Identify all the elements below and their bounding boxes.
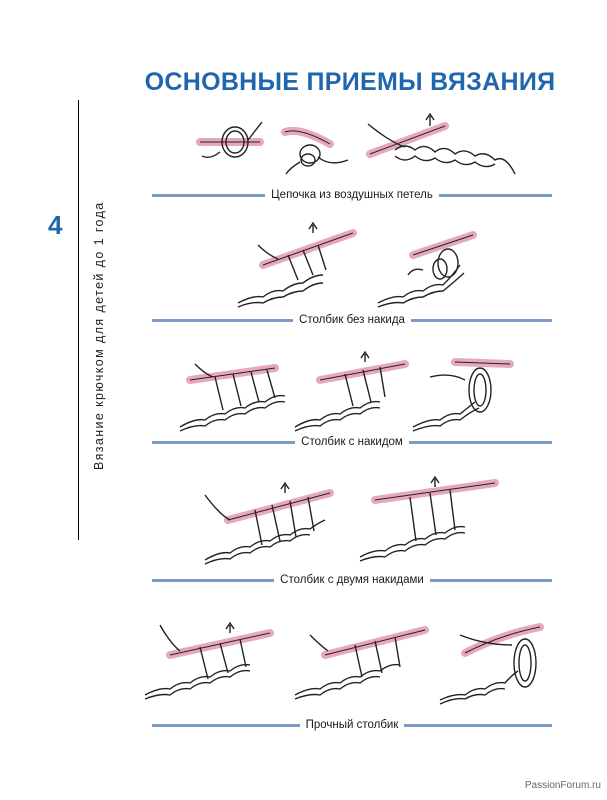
footer-watermark: PassionForum.ru [524, 780, 601, 791]
double-crochet-illustration [179, 350, 514, 432]
single-crochet-illustration [237, 221, 477, 308]
page-number: 4 [48, 210, 63, 240]
chain-stitch-illustration [196, 112, 516, 175]
caption-row-strong: Прочный столбик [152, 718, 552, 732]
caption-treble-crochet: Столбик с двумя накидами [274, 574, 430, 586]
caption-row-chain: Цепочка из воздушных петель [152, 188, 552, 202]
caption-strong-stitch: Прочный столбик [299, 719, 405, 731]
caption-chain-stitch: Цепочка из воздушных петель [265, 189, 439, 201]
treble-crochet-illustration [204, 475, 499, 565]
caption-double-crochet: Столбик с накидом [295, 436, 409, 448]
strong-stitch-illustration [144, 621, 544, 705]
page-title: ОСНОВНЫЕ ПРИЕМЫ ВЯЗАНИЯ [144, 68, 556, 96]
caption-row-treble: Столбик с двумя накидами [152, 573, 552, 587]
vertical-divider [78, 100, 79, 540]
caption-row-double: Столбик с накидом [152, 435, 552, 449]
caption-single-crochet: Столбик без накида [293, 314, 411, 326]
caption-row-single: Столбик без накида [152, 313, 552, 327]
vertical-book-title: Вязание крючком для детей до 1 года [92, 201, 106, 470]
